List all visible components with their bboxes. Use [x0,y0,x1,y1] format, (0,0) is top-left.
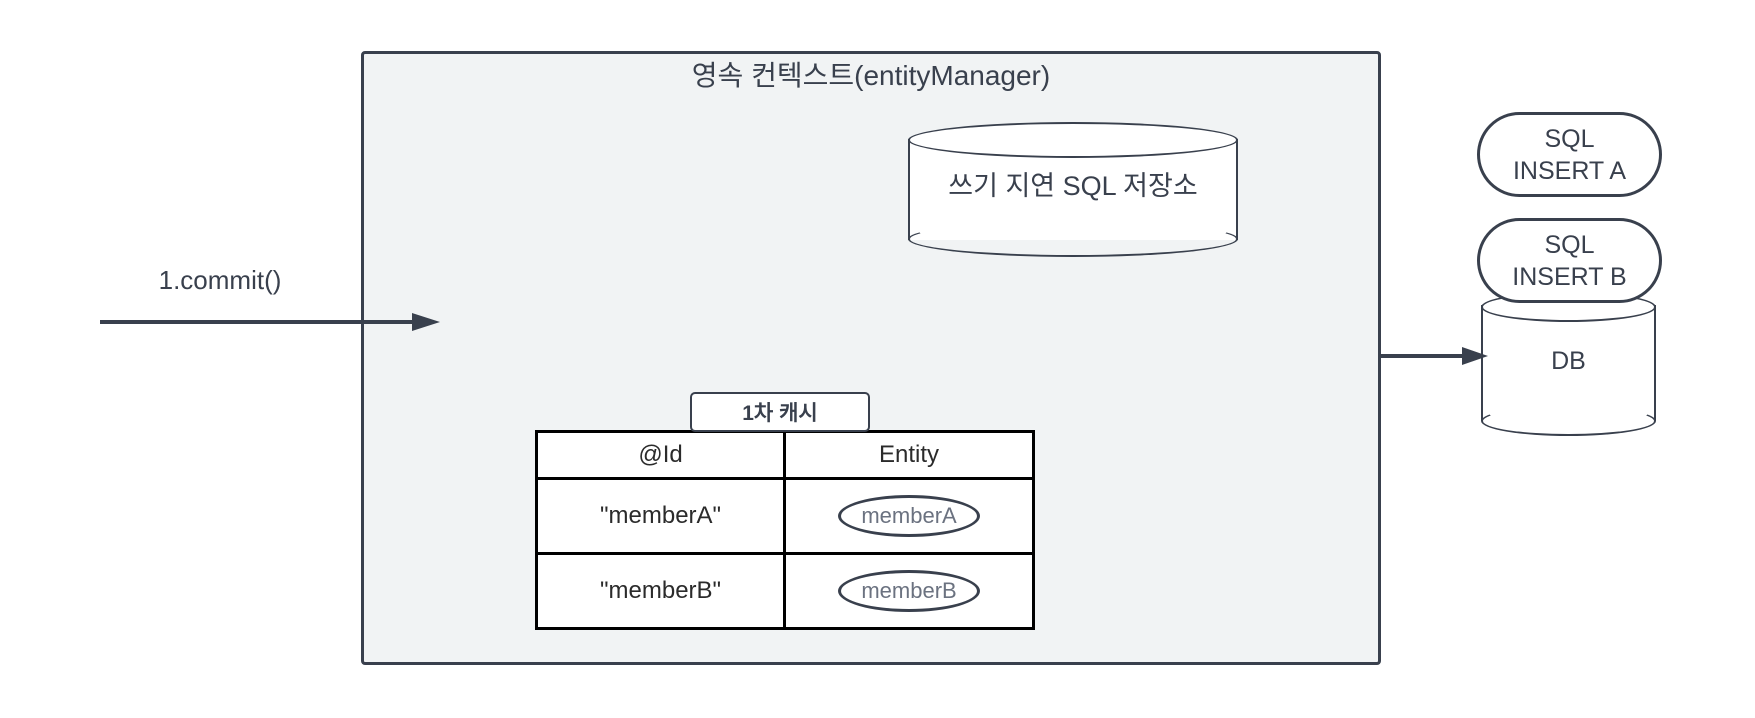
entity-ellipse-member-a: memberA [838,495,981,537]
sql-insert-a-line2: INSERT A [1512,156,1626,185]
database-label: DB [1551,347,1586,375]
cell-id-member-a: "memberA" [534,477,787,555]
database-cylinder: DB [1481,292,1656,442]
sql-insert-b-line2: INSERT B [1512,262,1627,291]
table-header-row: @Id Entity [534,430,1035,480]
write-behind-sql-store-label: 쓰기 지연 SQL 저장소 [948,171,1198,201]
sql-insert-b-line1: SQL [1544,230,1595,259]
cylinder-top-ellipse [908,122,1238,158]
cell-id-member-b: "memberB" [534,552,787,630]
commit-label: 1.commit() [158,265,282,295]
flush-to-db-arrow-icon [1378,347,1488,365]
sql-insert-b-node: SQL INSERT B [1477,218,1662,303]
sql-insert-a-line1: SQL [1544,124,1595,153]
write-behind-sql-store: 쓰기 지연 SQL 저장소 [908,122,1238,257]
first-level-cache-tab: 1차 캐시 [690,392,870,432]
cell-entity-member-b: memberB [783,552,1035,630]
persistence-context-title: 영속 컨텍스트(entityManager) [691,60,1051,91]
sql-insert-a-node: SQL INSERT A [1477,112,1662,197]
commit-arrow-icon [100,313,440,331]
db-cylinder-body [1481,305,1656,421]
db-cylinder-bottom-ellipse [1481,406,1656,436]
column-header-id: @Id [534,430,787,480]
table-row: "memberB" memberB [534,552,1035,630]
column-header-entity: Entity [783,430,1035,480]
table-row: "memberA" memberA [534,477,1035,555]
entity-ellipse-member-b: memberB [838,570,981,612]
first-level-cache-table: @Id Entity "memberA" memberA "memberB" m… [534,430,1035,630]
cylinder-bottom-ellipse [908,221,1238,257]
cell-entity-member-a: memberA [783,477,1035,555]
